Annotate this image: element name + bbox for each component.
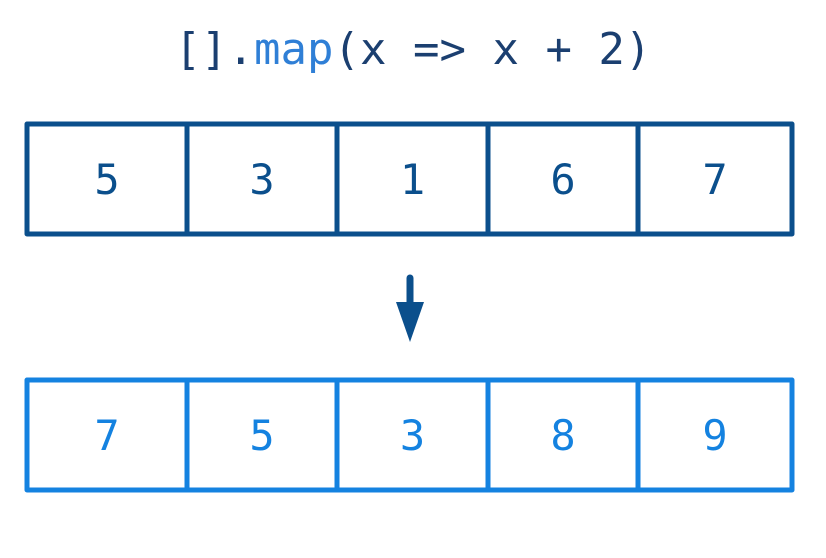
output-cell: 9 <box>635 377 795 493</box>
input-cell: 1 <box>334 121 491 237</box>
code-title-prefix: []. <box>175 24 254 75</box>
input-array: 5 3 1 6 7 <box>24 121 795 237</box>
input-cell-value: 7 <box>702 155 727 204</box>
input-cell-value: 5 <box>94 155 119 204</box>
input-cell-value: 6 <box>550 155 575 204</box>
input-cell: 3 <box>184 121 340 237</box>
output-cell-value: 5 <box>249 411 274 460</box>
output-cell: 5 <box>184 377 340 493</box>
input-cell-value: 1 <box>400 155 425 204</box>
input-cell: 6 <box>485 121 641 237</box>
output-cell-value: 3 <box>400 411 425 460</box>
code-title-method: map <box>254 24 333 75</box>
output-cell: 3 <box>334 377 491 493</box>
input-cell-box <box>635 121 795 237</box>
input-cell-value: 3 <box>249 155 274 204</box>
output-cell-box <box>635 377 795 493</box>
output-cell-value: 8 <box>550 411 575 460</box>
output-cell: 8 <box>485 377 641 493</box>
code-title: [].map(x => x + 2) <box>175 24 652 75</box>
code-title-args: (x => x + 2) <box>334 24 652 75</box>
input-cell: 5 <box>24 121 190 237</box>
output-cell: 7 <box>24 377 190 493</box>
output-cell-value: 9 <box>702 411 727 460</box>
output-cell-value: 7 <box>94 411 119 460</box>
output-array: 7 5 3 8 9 <box>24 377 795 493</box>
down-arrow-icon <box>396 274 424 342</box>
input-cell: 7 <box>635 121 795 237</box>
